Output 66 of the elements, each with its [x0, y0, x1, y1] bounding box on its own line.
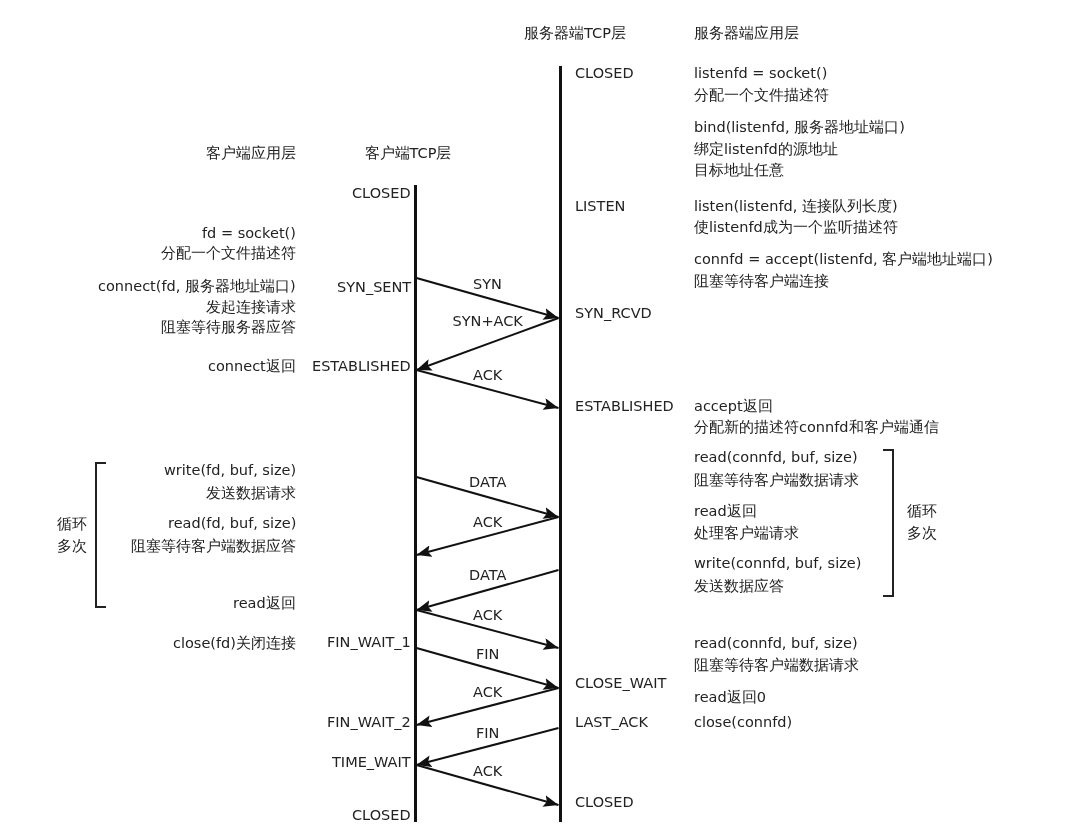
loop-note: 循环多次	[57, 515, 88, 556]
api-call-text: read(connfd, buf, size)	[694, 634, 858, 652]
api-call-text: accept返回	[694, 397, 773, 415]
arrow	[415, 569, 560, 612]
api-call-text: connect返回	[208, 357, 296, 375]
column-heading: 客户端应用层	[206, 144, 296, 162]
comment-text: 阻塞等待服务器应答	[161, 318, 296, 336]
api-call-text: close(fd)关闭连接	[173, 634, 296, 652]
comment-text: 分配一个文件描述符	[694, 86, 829, 104]
comment-text: 阻塞等待客户端连接	[694, 272, 829, 290]
api-call-text: read(fd, buf, size)	[168, 514, 297, 532]
comment-text: 发送数据应答	[694, 577, 784, 595]
arrow	[415, 687, 560, 727]
state-label: CLOSE_WAIT	[575, 674, 667, 692]
api-call-text: connect(fd, 服务器地址端口)	[98, 277, 296, 295]
comment-text: 分配一个文件描述符	[161, 244, 296, 262]
column-heading: 服务器端TCP层	[524, 24, 626, 42]
loop-note: 循环多次	[907, 502, 938, 543]
comment-text: 使listenfd成为一个监听描述符	[694, 218, 898, 236]
state-label: LAST_ACK	[575, 713, 648, 731]
comment-text: 阻塞等待客户端数据请求	[694, 656, 859, 674]
comment-text: 绑定listenfd的源地址	[694, 140, 838, 158]
api-call-text: listen(listenfd, 连接队列长度)	[694, 197, 898, 215]
arrow	[415, 516, 560, 557]
state-label: ESTABLISHED	[312, 357, 411, 375]
comment-text: 目标地址任意	[694, 161, 784, 179]
column-heading: 服务器端应用层	[694, 24, 799, 42]
api-call-text: read(connfd, buf, size)	[694, 448, 858, 466]
comment-text: 阻塞等待客户端数据应答	[131, 537, 296, 555]
api-call-text: fd = socket()	[202, 224, 296, 242]
api-call-text: read返回	[233, 594, 296, 612]
arrow	[415, 317, 560, 371]
arrow	[415, 476, 560, 519]
state-label: CLOSED	[352, 184, 411, 202]
state-label: ESTABLISHED	[575, 397, 674, 415]
api-call-text: bind(listenfd, 服务器地址端口)	[694, 118, 905, 136]
state-label: FIN_WAIT_2	[327, 713, 411, 731]
arrow	[415, 727, 560, 767]
comment-text: 阻塞等待客户端数据请求	[694, 471, 859, 489]
comment-text: 分配新的描述符connfd和客户端通信	[694, 418, 939, 436]
api-call-text: read返回0	[694, 688, 766, 706]
lifeline-bar	[558, 66, 562, 822]
arrow	[415, 609, 560, 650]
state-label: SYN_RCVD	[575, 304, 652, 322]
state-label: SYN_SENT	[337, 278, 412, 296]
arrow	[415, 369, 560, 410]
state-label: CLOSED	[352, 806, 411, 824]
api-call-text: write(connfd, buf, size)	[694, 554, 862, 572]
api-call-text: listenfd = socket()	[694, 64, 828, 82]
comment-text: 发送数据请求	[206, 484, 296, 502]
arrow	[415, 647, 560, 690]
column-heading: 客户端TCP层	[364, 144, 452, 162]
arrow	[415, 277, 560, 320]
state-label: LISTEN	[575, 197, 626, 215]
api-call-text: close(connfd)	[694, 713, 793, 731]
state-label: CLOSED	[575, 793, 634, 811]
comment-text: 发起连接请求	[206, 298, 296, 316]
comment-text: 处理客户端请求	[694, 524, 799, 542]
arrow	[415, 764, 560, 807]
state-label: CLOSED	[575, 64, 634, 82]
api-call-text: read返回	[694, 502, 757, 520]
api-call-text: write(fd, buf, size)	[164, 461, 297, 479]
lifeline-bar	[413, 185, 417, 822]
state-label: FIN_WAIT_1	[327, 633, 411, 651]
api-call-text: connfd = accept(listenfd, 客户端地址端口)	[694, 250, 993, 268]
state-label: TIME_WAIT	[332, 753, 411, 771]
